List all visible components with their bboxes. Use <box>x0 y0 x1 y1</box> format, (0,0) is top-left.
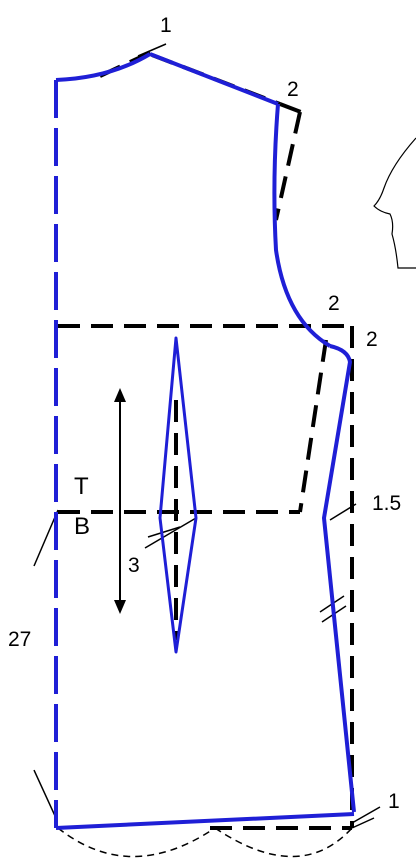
label-waist-mark-top: T <box>74 473 89 500</box>
waist-dart <box>158 336 198 654</box>
pattern-lines <box>54 52 356 830</box>
label-side-length: 27 <box>8 628 31 651</box>
label-hem-side-shift: 1 <box>388 790 400 813</box>
hem-curve-left <box>57 827 216 858</box>
label-waist-side-shift: 1.5 <box>372 492 401 515</box>
arrow-head-up <box>114 388 126 402</box>
waist-side-tick <box>329 503 357 521</box>
center-front-hem-tick <box>33 769 57 819</box>
armhole-construction-line <box>274 111 302 221</box>
label-waist-mark-bottom: B <box>74 513 90 540</box>
hem-side-tick <box>351 806 381 824</box>
shoulder-line <box>149 52 279 106</box>
arrow-head-down <box>114 600 126 614</box>
waist-arrow-heads <box>114 388 126 614</box>
neckline <box>55 52 152 82</box>
hem-curve-right <box>214 827 353 858</box>
dart-width-tick-2 <box>147 526 181 538</box>
side-slope-line <box>298 339 328 513</box>
hem-line <box>55 812 355 830</box>
hem-curve <box>57 827 353 858</box>
label-armhole-side-right: 2 <box>366 328 378 351</box>
shoulder-tip-tick <box>279 102 302 114</box>
dart-width-tick <box>144 517 197 549</box>
hem-side-tick-2 <box>351 817 375 829</box>
figure-sketch <box>373 137 416 269</box>
armhole-curve <box>272 103 332 348</box>
label-shoulder-neck-point: 1 <box>160 14 172 37</box>
helper-marks <box>33 43 381 829</box>
label-dart-width: 3 <box>128 554 140 577</box>
figure-outline <box>373 137 416 269</box>
label-shoulder-tip: 2 <box>287 78 299 101</box>
construction-lines <box>58 48 354 830</box>
side-seam <box>322 344 356 813</box>
neck-point-tick <box>137 43 167 57</box>
label-armhole-side: 2 <box>328 292 340 315</box>
